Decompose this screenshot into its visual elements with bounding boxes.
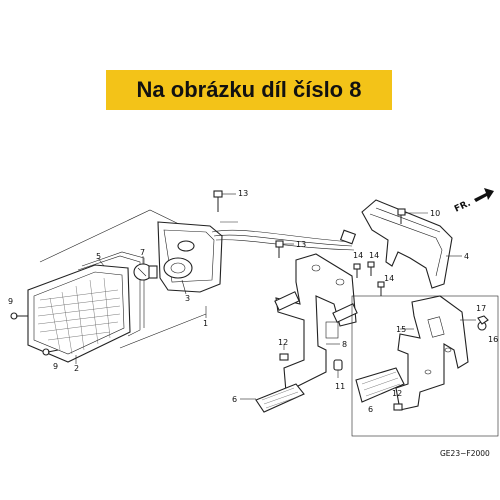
- front-arrow-icon: [474, 188, 494, 202]
- mounting-bracket: [274, 253, 358, 393]
- front-direction-label: FR.: [453, 199, 472, 215]
- fender-cover: [361, 199, 453, 289]
- callout-4: 4: [464, 252, 469, 261]
- callout-12-right: 12: [392, 389, 402, 398]
- screw-9-upper: [10, 312, 28, 320]
- screw-13-top: [213, 190, 223, 212]
- reflector-right: [355, 367, 405, 403]
- callout-14-b: 14: [369, 251, 379, 260]
- callout-7: 7: [140, 248, 145, 257]
- bulb: [133, 263, 158, 281]
- bolt-12-right: [393, 403, 403, 411]
- inset-bracket: [395, 295, 469, 411]
- callout-14-a: 14: [353, 251, 363, 260]
- bolt-12-left: [279, 353, 289, 361]
- callout-9-upper: 9: [8, 297, 13, 306]
- callout-6-left: 6: [232, 395, 237, 404]
- diagram-code: GE23−F2000: [440, 449, 490, 458]
- callout-5: 5: [96, 252, 101, 261]
- tail-lens: [27, 264, 131, 363]
- callout-9-lower: 9: [53, 362, 58, 371]
- callout-16: 16: [488, 335, 498, 344]
- callout-8: 8: [342, 340, 347, 349]
- callout-10: 10: [430, 209, 440, 218]
- banner-text: Na obrázku díl číslo 8: [136, 77, 362, 102]
- washer-17: [477, 315, 489, 325]
- highlight-banner: Na obrázku díl číslo 8: [106, 70, 392, 110]
- callout-12-left: 12: [278, 338, 288, 347]
- light-housing: [157, 221, 223, 293]
- callout-11: 11: [335, 382, 345, 391]
- wire-harness: [211, 229, 351, 243]
- lens-gasket: [77, 255, 141, 337]
- screw-13-mid: [275, 240, 284, 258]
- screw-9-lower: [42, 348, 59, 356]
- nut-11: [333, 359, 343, 371]
- callout-2: 2: [74, 364, 79, 373]
- callout-17: 17: [476, 304, 486, 313]
- callout-15: 15: [396, 325, 406, 334]
- bolt-10: [397, 208, 406, 224]
- callout-14-c: 14: [384, 274, 394, 283]
- callout-13-mid: 13: [296, 240, 306, 249]
- callout-3: 3: [185, 294, 190, 303]
- callout-1: 1: [203, 319, 208, 328]
- screws-14: [353, 261, 385, 296]
- callout-13-top: 13: [238, 189, 248, 198]
- callout-6-right: 6: [368, 405, 373, 414]
- front-direction-arrow: FR.: [453, 188, 494, 215]
- reflector-left: [255, 383, 305, 413]
- inset-box: [351, 295, 499, 437]
